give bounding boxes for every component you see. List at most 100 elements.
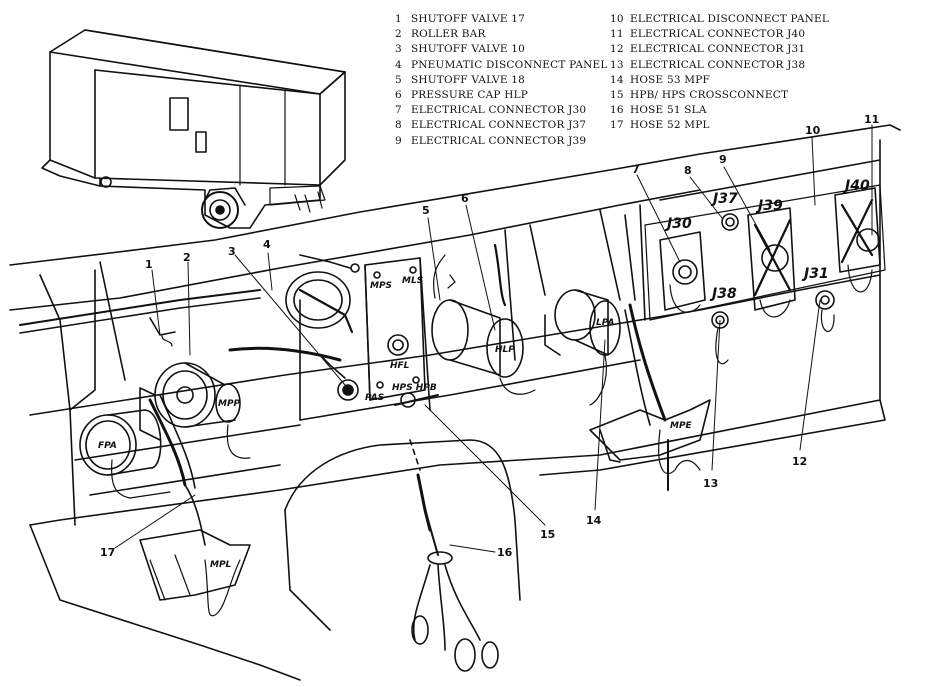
legend-label: ROLLER BAR	[411, 28, 486, 41]
hlp-cylinder	[431, 254, 536, 395]
legend-label: HPB/ HPS CROSSCONNECT	[630, 89, 789, 102]
legend-number: 14	[610, 73, 624, 86]
hose-52-mpl	[139, 394, 251, 617]
callout-5: 5	[422, 204, 430, 217]
label-mpe: MPE	[670, 421, 693, 431]
legend-number: 4	[395, 58, 402, 71]
hose-53-mpf	[589, 303, 711, 491]
label-mls: MLS	[402, 276, 423, 286]
label-fpa: FPA	[98, 441, 117, 451]
roller-bar	[19, 289, 261, 347]
hose-coupling-left	[228, 254, 360, 362]
legend-number: 2	[395, 28, 402, 41]
lpa-cylinder	[544, 289, 621, 406]
label-hfl: HFL	[390, 361, 410, 371]
callout-16: 16	[497, 546, 513, 559]
legend-item: 16 HOSE 51 SLA	[610, 103, 920, 118]
legend-label: ELECTRICAL CONNECTOR J40	[630, 28, 806, 41]
legend-label: HOSE 53 MPF	[630, 73, 710, 86]
legend-number: 1	[395, 13, 402, 25]
legend-item: 15 HPB/ HPS CROSSCONNECT	[610, 88, 920, 103]
legend-label: ELECTRICAL CONNECTOR J31	[630, 43, 806, 56]
fpa-cylinder	[79, 409, 171, 499]
callout-7: 7	[632, 163, 640, 176]
pneumatic-disconnect-panel	[364, 257, 439, 408]
legend-label: SHUTOFF VALVE 10	[411, 43, 526, 56]
shutoff-valve-10	[319, 354, 359, 401]
legend-number: 11	[610, 28, 624, 41]
callout-8: 8	[684, 164, 692, 177]
callout-4: 4	[263, 238, 271, 251]
callout-2: 2	[183, 251, 191, 264]
legend-item: 6 PRESSURE CAP HLP	[395, 88, 605, 103]
legend-item: 12 ELECTRICAL CONNECTOR J31	[610, 42, 920, 57]
part-labels: FPA MPP HLP LPA MPS MLS HFL PAS HPS HPB …	[98, 178, 870, 570]
legend-label: ELECTRICAL CONNECTOR J30	[411, 104, 587, 117]
callout-9: 9	[719, 153, 727, 166]
callout-3: 3	[228, 245, 236, 258]
legend-number: 8	[395, 119, 402, 132]
legend-number: 10	[610, 13, 624, 25]
callout-10: 10	[805, 124, 821, 137]
legend-label: HOSE 52 MPL	[630, 119, 710, 132]
legend-number: 6	[395, 89, 402, 102]
legend-number: 5	[395, 73, 402, 86]
label-pas: PAS	[365, 393, 384, 403]
callout-17: 17	[100, 546, 115, 559]
legend-label: HOSE 51 SLA	[630, 104, 707, 117]
legend-number: 16	[610, 104, 624, 117]
legend-number: 13	[610, 58, 624, 71]
callout-12: 12	[792, 455, 807, 468]
vehicle-body-frame	[9, 124, 901, 681]
legend-item: 13 ELECTRICAL CONNECTOR J38	[610, 58, 920, 73]
legend-item: 11 ELECTRICAL CONNECTOR J40	[610, 27, 920, 42]
callout-1: 1	[145, 258, 153, 271]
label-hps-hpb: HPS HPB	[392, 383, 437, 393]
shutoff-valve-18	[447, 243, 507, 307]
legend-item: 10 ELECTRICAL DISCONNECT PANEL	[610, 12, 920, 27]
label-j40: J40	[842, 178, 870, 194]
label-mpp: MPP	[218, 399, 241, 409]
legend-label: ELECTRICAL CONNECTOR J38	[630, 58, 806, 71]
legend-label: SHUTOFF VALVE 17	[411, 13, 526, 25]
legend-label: ELECTRICAL CONNECTOR J37	[411, 119, 587, 132]
legend-item: 17 HOSE 52 MPL	[610, 118, 920, 133]
legend-number: 17	[610, 119, 624, 132]
legend-label: PRESSURE CAP HLP	[411, 89, 529, 102]
label-mpl: MPL	[210, 560, 232, 570]
callout-15: 15	[540, 528, 555, 541]
legend-number: 7	[395, 104, 402, 117]
legend-label: PNEUMATIC DISCONNECT PANEL	[411, 58, 608, 71]
label-j38: J38	[709, 286, 737, 302]
label-mps: MPS	[370, 281, 392, 291]
legend-label: ELECTRICAL DISCONNECT PANEL	[630, 13, 830, 25]
legend-number: 15	[610, 89, 624, 102]
legend-item: 14 HOSE 53 MPF	[610, 73, 920, 88]
electrical-disconnect-panel	[644, 184, 886, 365]
label-hlp: HLP	[495, 345, 515, 355]
label-lpa: LPA	[596, 318, 615, 328]
legend-item: 2 ROLLER BAR	[395, 27, 605, 42]
callout-6: 6	[461, 192, 469, 205]
hose-51-sla	[409, 439, 499, 672]
callout-14: 14	[586, 514, 602, 527]
legend-item: 4 PNEUMATIC DISCONNECT PANEL	[395, 58, 608, 73]
label-j37: J37	[710, 191, 738, 207]
legend-item: 5 SHUTOFF VALVE 18	[395, 73, 605, 88]
legend-label: SHUTOFF VALVE 18	[411, 73, 526, 86]
legend-item: 1 SHUTOFF VALVE 17	[395, 12, 605, 27]
legend-number: 9	[395, 134, 402, 147]
legend-item: 7 ELECTRICAL CONNECTOR J30	[395, 103, 605, 118]
label-j30: J30	[664, 216, 692, 232]
callout-numbers: 1 2 3 4 5 6 7 8 9 10 11 12 13 14 15 16 1…	[100, 113, 879, 559]
callout-13: 13	[703, 477, 718, 490]
legend-number: 12	[610, 43, 624, 56]
label-j31: J31	[801, 266, 829, 282]
trailer-inset-illustration	[41, 29, 346, 229]
